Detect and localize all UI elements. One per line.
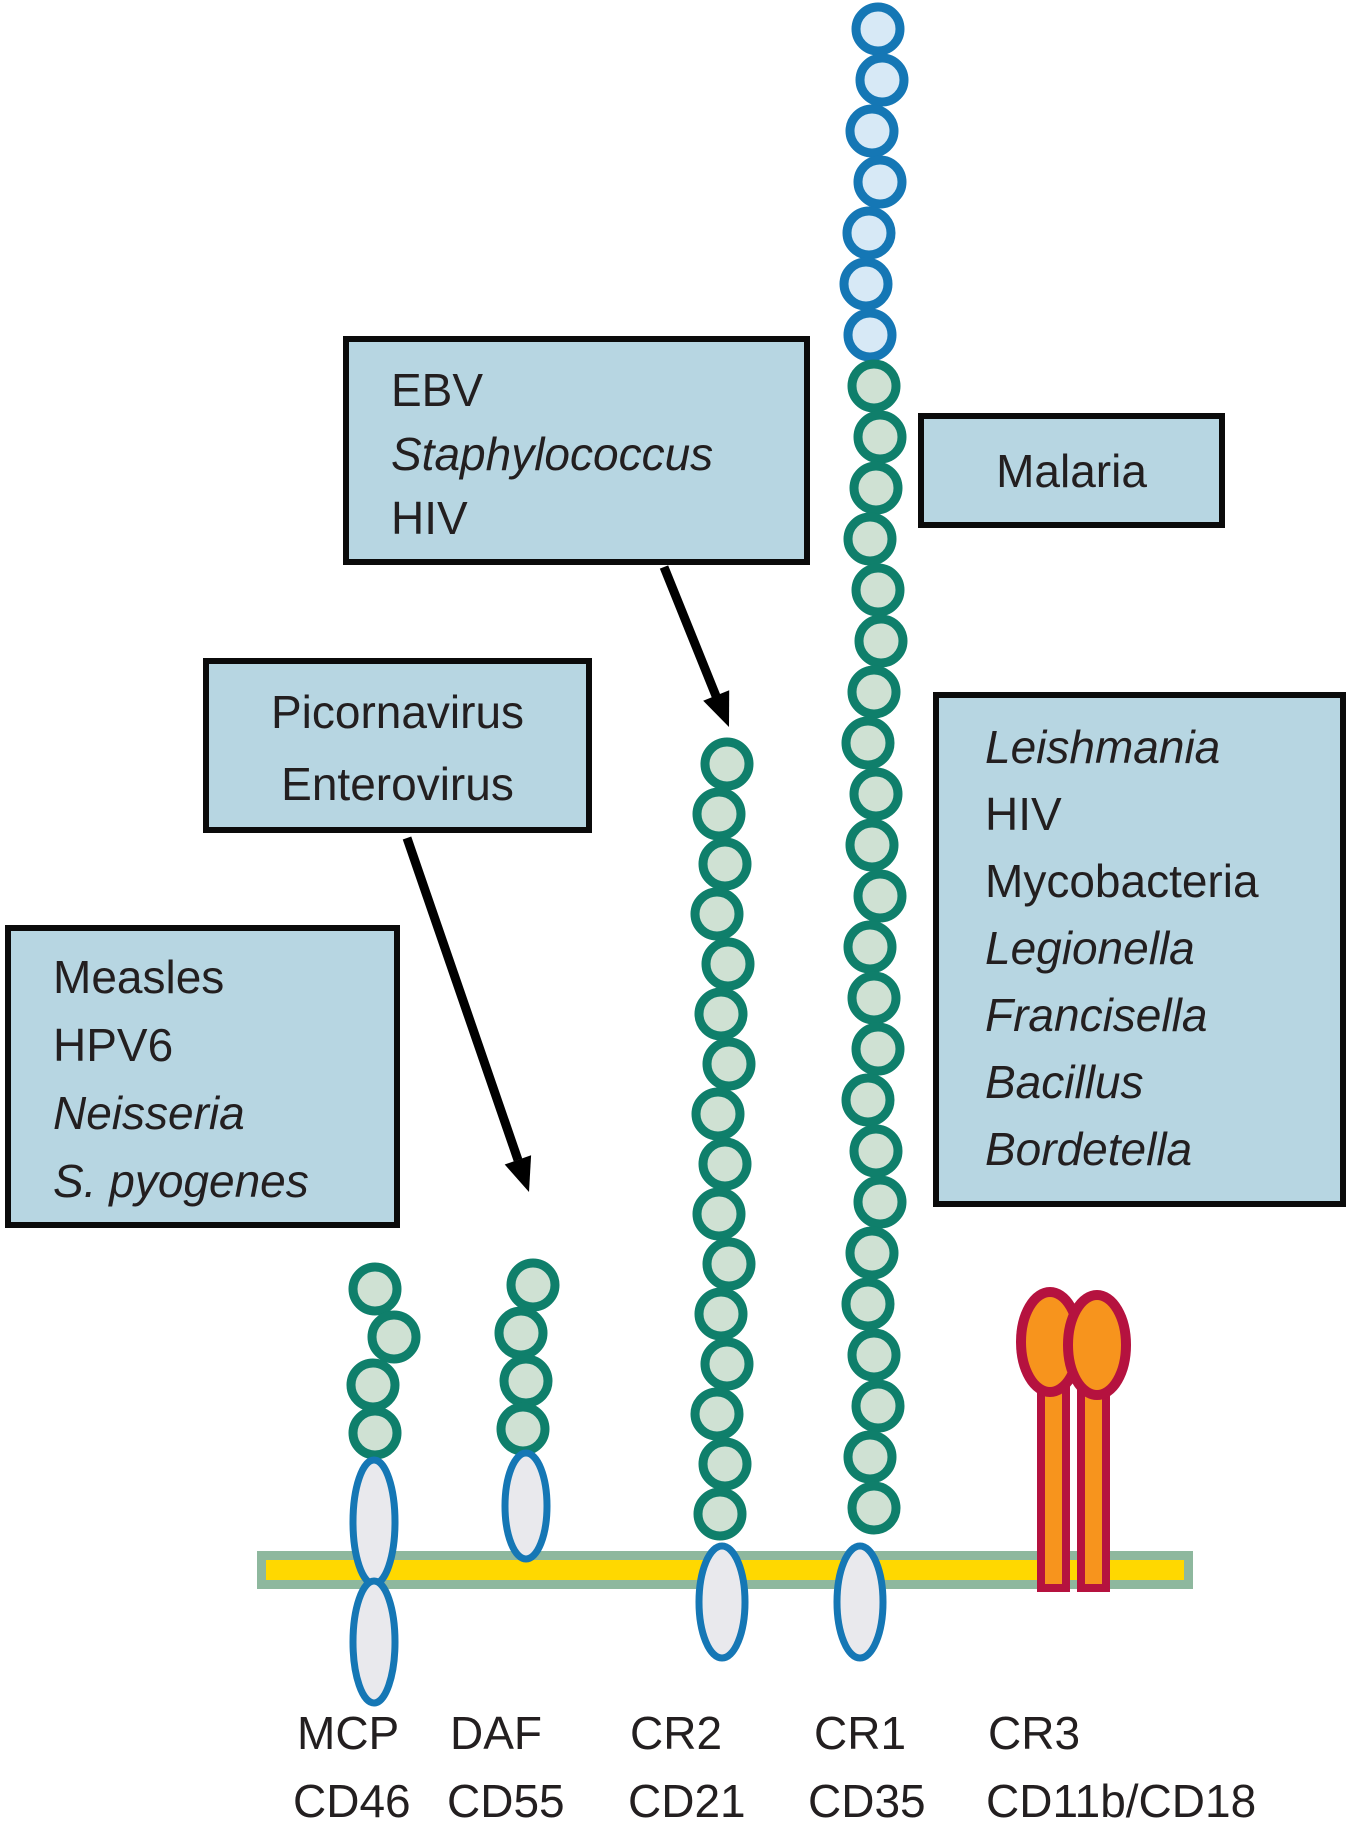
cr3-stalk-0 [1037, 1376, 1070, 1592]
arrow-ebv-to-cr2 [659, 565, 730, 727]
box-line: Measles [53, 951, 225, 1003]
box-line: Neisseria [53, 1087, 245, 1139]
cr1-transmembrane-domain [833, 1542, 887, 1662]
leishmania-pathogens-label-box: Leishmania HIV Mycobacteria Legionella F… [933, 692, 1346, 1207]
cr2-bead-chain [690, 737, 756, 1541]
box-line: S. pyogenes [53, 1155, 309, 1207]
cr2-transmembrane-domain [695, 1542, 749, 1662]
receptor-name-cr3: CR3 [988, 1707, 1081, 1759]
receptor-cd-mcp: CD46 [293, 1775, 411, 1827]
arrow-picornavirus-to-daf [402, 836, 532, 1192]
mcp-bead-chain [346, 1262, 421, 1460]
mcp-cytoplasmic-domain [349, 1577, 399, 1707]
ebv-staph-hiv-label-box: EBV Staphylococcus HIV [343, 336, 810, 565]
receptor-cd-cr1: CD35 [808, 1775, 926, 1827]
daf-gpi-anchor-domain [501, 1449, 551, 1563]
box-line: HIV [985, 788, 1062, 840]
malaria-label-box: Malaria [918, 413, 1225, 528]
cr1-bead-chain [839, 2, 909, 1535]
box-line: Leishmania [985, 721, 1221, 773]
receptor-name-cr2: CR2 [630, 1707, 723, 1759]
receptor-cd-daf: CD55 [447, 1775, 565, 1827]
cr3-head-1 [1063, 1290, 1131, 1400]
box-line: HPV6 [53, 1019, 174, 1071]
receptor-name-cr1: CR1 [814, 1707, 907, 1759]
receptor-name-mcp: MCP [297, 1707, 400, 1759]
box-line: Mycobacteria [985, 855, 1259, 907]
box-line: Enterovirus [281, 758, 514, 810]
box-line: Picornavirus [270, 686, 525, 738]
box-line: Francisella [985, 989, 1208, 1041]
box-line: Malaria [996, 444, 1147, 497]
picornavirus-enterovirus-label-box: Picornavirus Enterovirus [203, 658, 592, 833]
box-line: HIV [391, 492, 468, 544]
receptor-cd-cr2: CD21 [628, 1775, 746, 1827]
box-line: Staphylococcus [391, 428, 714, 480]
mcp-transmembrane-domain [349, 1456, 399, 1588]
measles-hpv6-label-box: Measles HPV6 Neisseria S. pyogenes [5, 925, 400, 1228]
receptor-name-daf: DAF [450, 1707, 542, 1759]
box-line: Legionella [985, 922, 1195, 974]
receptor-cd-cr3: CD11b/CD18 [986, 1775, 1257, 1827]
daf-bead-chain [494, 1258, 560, 1456]
box-line: EBV [391, 364, 484, 416]
cr3-stalk-1 [1077, 1379, 1110, 1592]
box-line: Bacillus [985, 1056, 1144, 1108]
box-line: Bordetella [985, 1123, 1193, 1175]
